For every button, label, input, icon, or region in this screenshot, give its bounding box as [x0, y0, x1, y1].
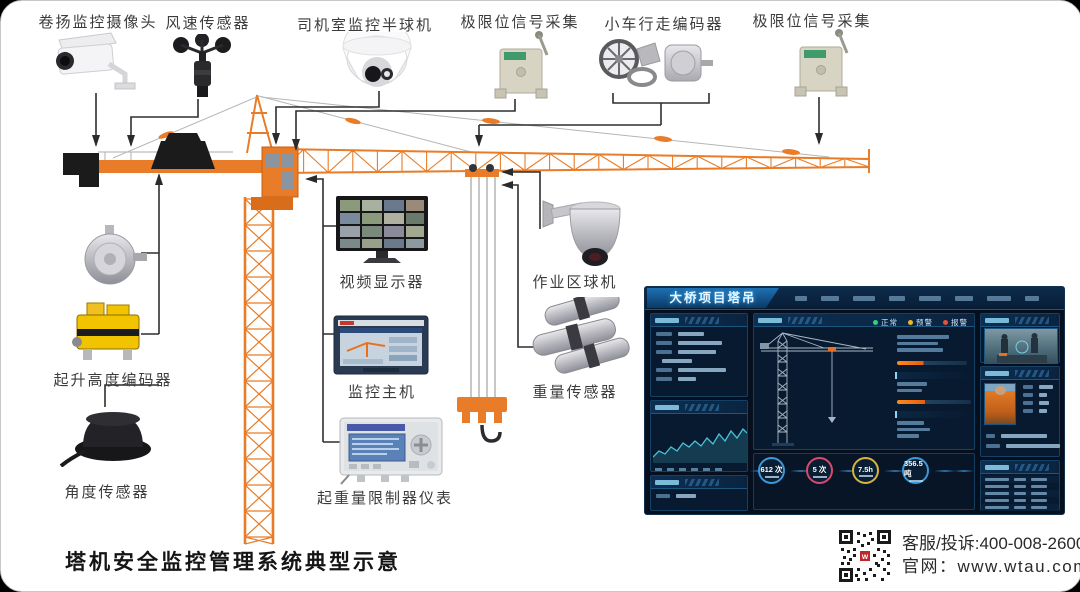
load-limiter-illustration: [337, 413, 449, 490]
hoist-encoder-illustration: [73, 223, 151, 290]
tie-rod-spindles: [158, 117, 800, 155]
service-phone: 客服/投诉:400-008-2600: [902, 534, 1080, 553]
qr-code: w: [837, 528, 893, 589]
trolley-and-hook: [457, 164, 507, 443]
dashboard-title: 大桥项目塔吊: [647, 288, 779, 308]
dashboard-crane-graphic: [760, 332, 873, 446]
stat-alarm-count: 5 次: [806, 457, 836, 503]
yellow-gearbox-illustration: [65, 301, 153, 368]
label-angle-sensor: 角度传感器: [64, 484, 150, 501]
stat-hoist-count: 612 次: [758, 457, 788, 503]
label-hoist-encoder: 起升高度编码器: [53, 372, 173, 389]
dome-camera-illustration: [333, 17, 421, 95]
trend-chart-panel: [650, 400, 748, 472]
wind-sensor-illustration: [171, 33, 233, 105]
driver-info-panel: [980, 366, 1060, 457]
realtime-view-panel: 正常 预警 报警: [753, 313, 975, 450]
wind-info-group: [895, 372, 969, 392]
height-info-group: [895, 411, 969, 438]
counterweights: [63, 133, 215, 187]
label-load-limiter: 起重量限制器仪表: [316, 490, 454, 507]
limit-switch-box-1: [487, 27, 553, 106]
limit-switch-box-2: [787, 25, 853, 104]
label-winch-camera: 卷扬监控摄像头: [38, 14, 158, 31]
stat-work-hours: 7.5h: [852, 457, 882, 503]
trend-area-chart: [652, 427, 748, 463]
wind-progress-bar: [897, 400, 971, 404]
label-limit-signal-1: 极限位信号采集: [460, 14, 580, 31]
svg-text:w: w: [861, 552, 869, 561]
trolley-encoder-illustration: [597, 33, 715, 98]
alarm-records-panel: [980, 460, 1060, 511]
label-weight-sensor: 重量传感器: [532, 384, 618, 401]
status-legend: 正常 预警 报警: [873, 317, 968, 328]
label-wind-sensor: 风速传感器: [165, 15, 251, 32]
monitoring-dashboard-screenshot: 大桥项目塔吊: [644, 286, 1065, 515]
contact-info: 客服/投诉:400-008-2600 官网：www.wtau.com: [902, 532, 1080, 578]
counter-jib: [96, 160, 279, 173]
monitor-host-illustration: [333, 313, 429, 382]
legend-dot-alarm: [943, 320, 948, 325]
moment-progress-bar: [897, 361, 967, 365]
crane-tie-rods: [112, 95, 830, 159]
label-ptz-dome: 作业区球机: [532, 274, 618, 291]
angle-sensor-illustration: [59, 405, 157, 472]
ptz-dome-illustration: [539, 193, 629, 276]
label-video-display: 视频显示器: [339, 274, 425, 291]
video-display-illustration: [335, 195, 429, 270]
label-limit-signal-2: 极限位信号采集: [752, 13, 872, 30]
label-cab-dome-camera: 司机室监控半球机: [296, 17, 434, 34]
stat-total-weight: 356.5吨: [902, 457, 932, 503]
label-trolley-encoder: 小车行走编码器: [604, 16, 724, 33]
label-monitor-host: 监控主机: [347, 384, 417, 401]
stats-band: 612 次 5 次 7.5h 356.5吨: [750, 453, 975, 510]
device-info-panel: [650, 313, 748, 397]
dashboard-nav-placeholder: [795, 296, 1057, 301]
legend-dot-warning: [908, 320, 913, 325]
weight-sensor-illustration: [523, 289, 633, 390]
dashboard-header: 大桥项目塔吊: [645, 287, 1064, 310]
website: 官网：www.wtau.com: [902, 557, 1080, 576]
video-feed-thumbnail: [984, 328, 1058, 364]
operator-cab: [251, 146, 299, 210]
moment-info-group: [895, 332, 969, 352]
remote-video-panel: [980, 313, 1060, 364]
legend-dot-normal: [873, 320, 878, 325]
driver-photo: [984, 383, 1016, 425]
poster-title: 塔机安全监控管理系统典型示意: [65, 551, 401, 574]
switch-status-panel: [650, 475, 748, 511]
winch-camera-illustration: [49, 28, 143, 97]
